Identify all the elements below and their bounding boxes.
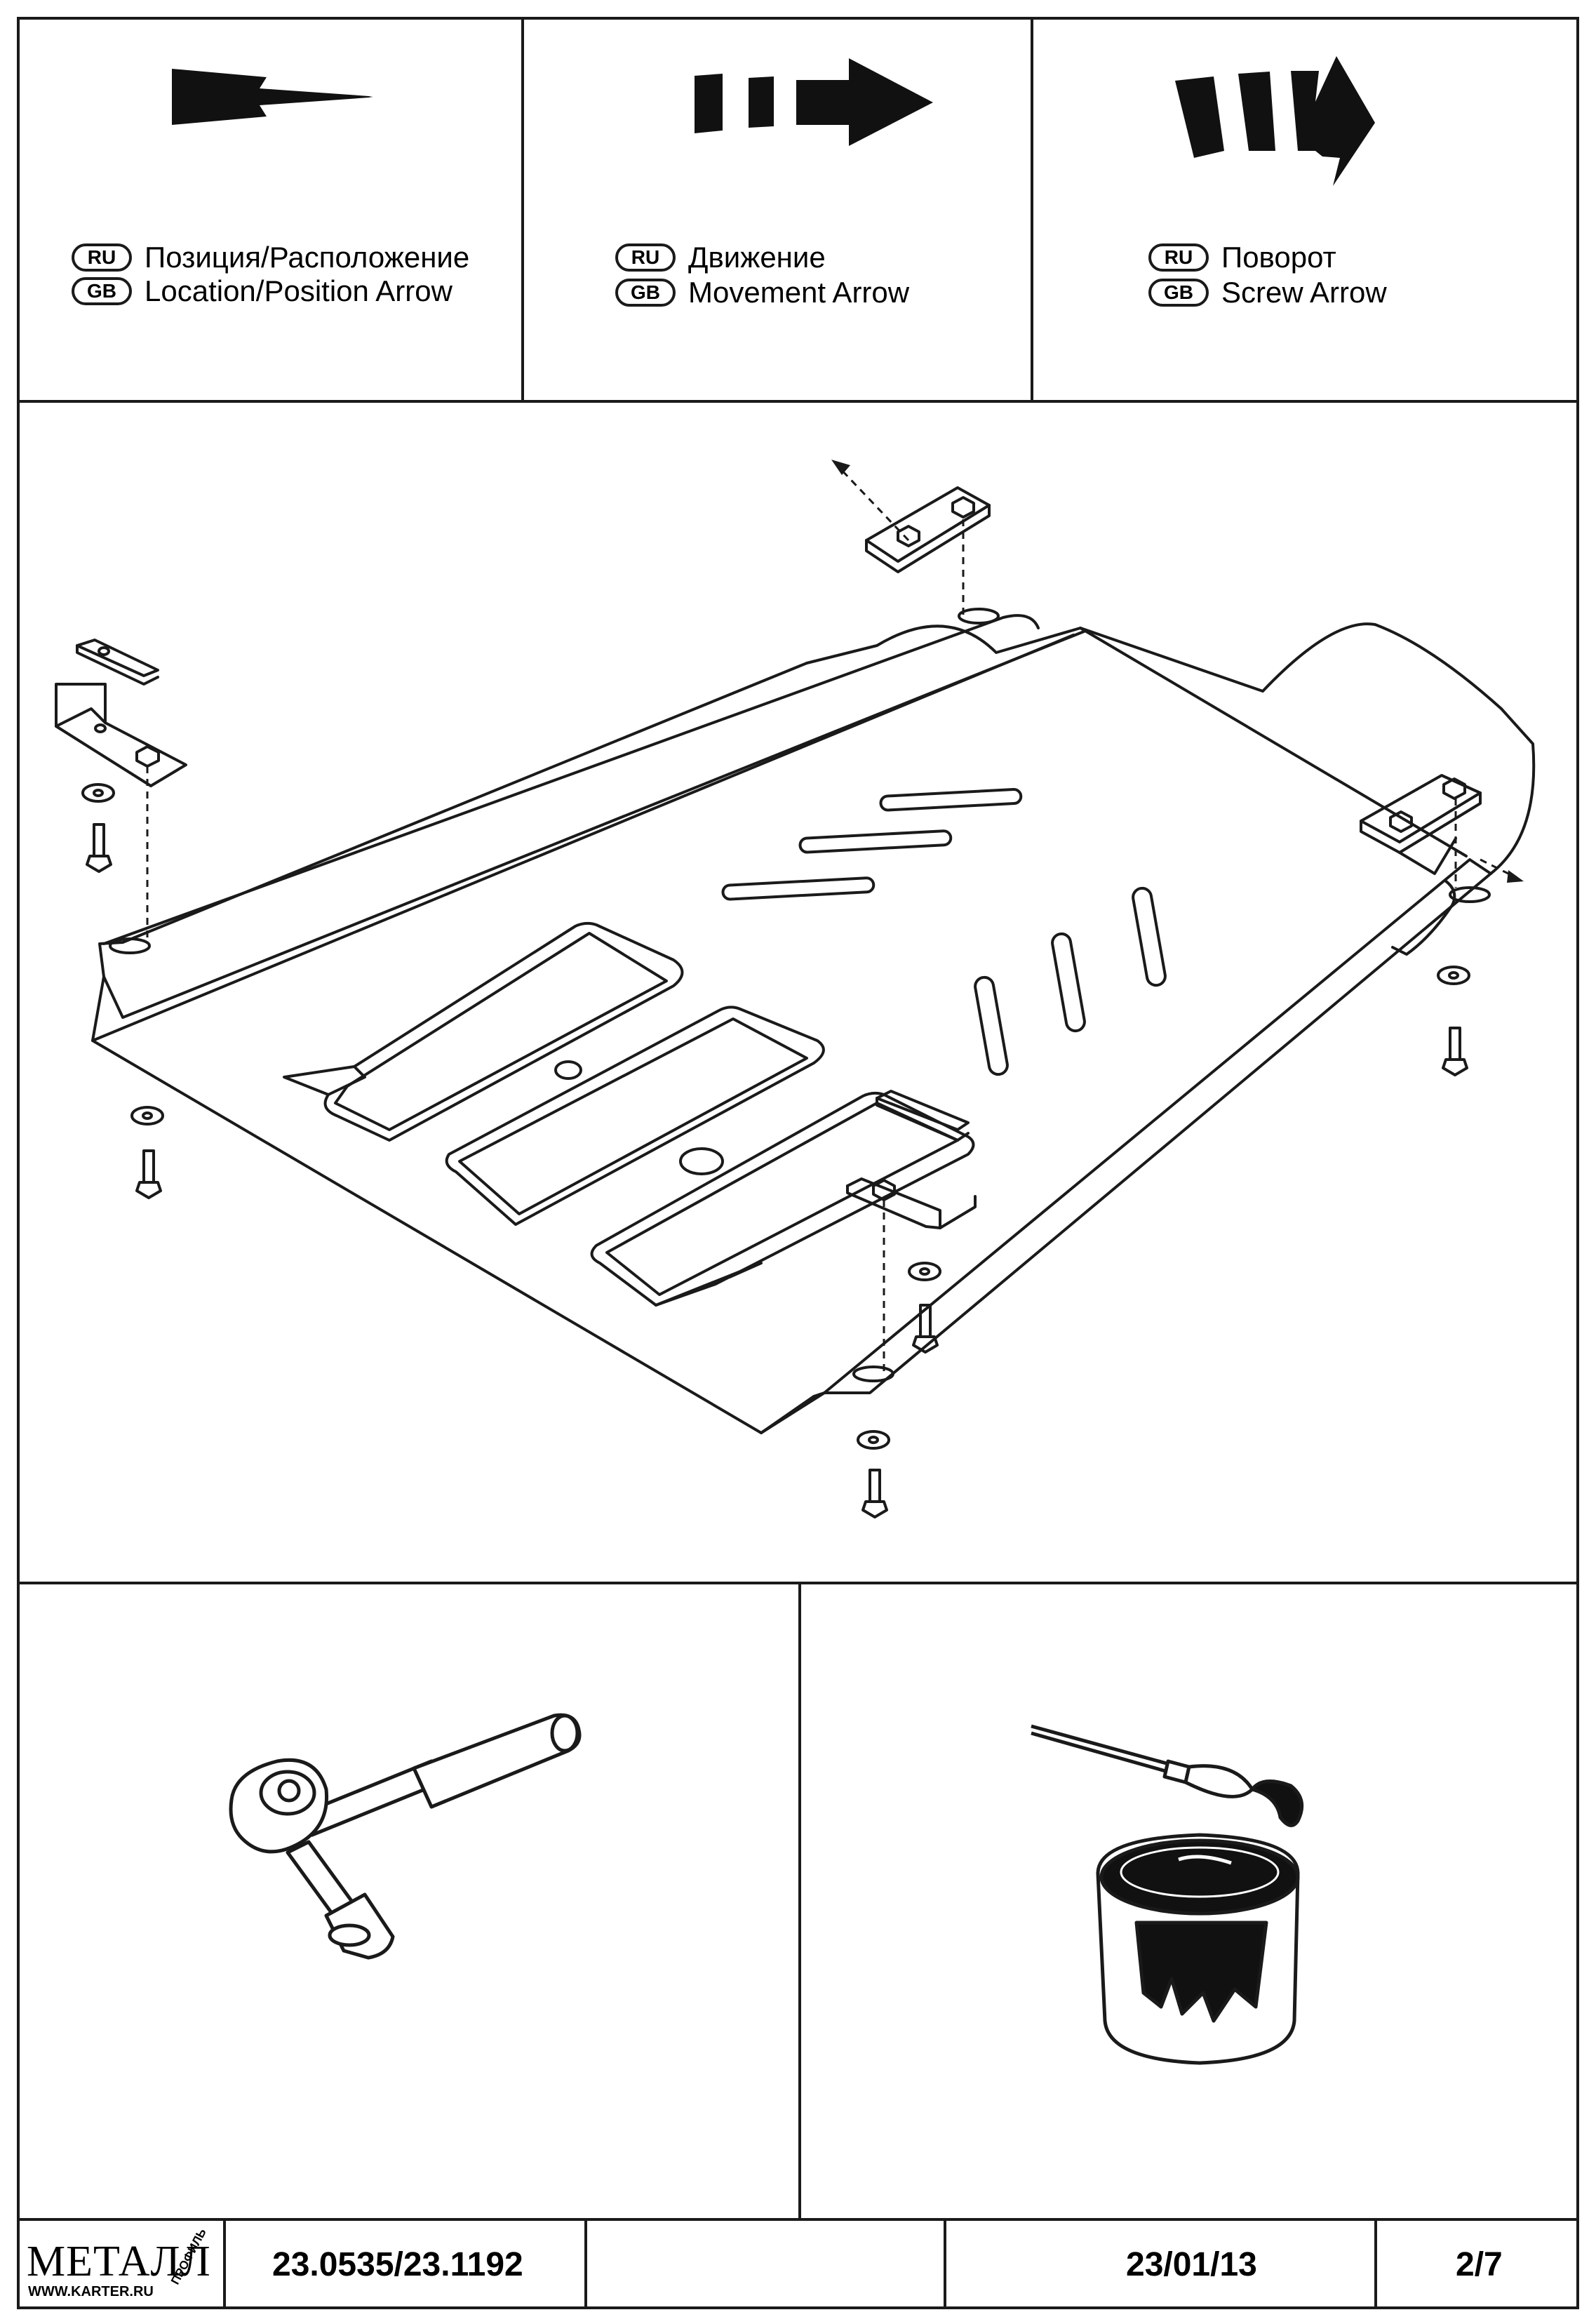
legend-ru-label: Поворот: [1221, 241, 1336, 274]
location-arrow-icon: [172, 69, 380, 125]
gb-badge: GB: [72, 277, 132, 305]
footer-blank-cell: [584, 2218, 946, 2309]
screw-arrow-icon: [1175, 56, 1375, 186]
legend-ru-row-location: RU Позиция/Расположение: [72, 240, 469, 275]
paint-brush-and-can-icon: [1031, 1724, 1304, 2065]
legend-gb-label: Screw Arrow: [1221, 276, 1387, 309]
legend-ru-label: Движение: [688, 241, 826, 274]
gb-badge: GB: [1148, 279, 1209, 307]
ru-badge: RU: [615, 243, 676, 272]
skid-plate-exploded-diagram: [55, 460, 1536, 1518]
legend-gb-label: Location/Position Arrow: [145, 274, 452, 307]
movement-arrow-icon: [695, 58, 933, 146]
part-number: 23.0535/23.1192: [272, 2246, 523, 2283]
legend-gb-row-screw: GB Screw Arrow: [1148, 275, 1387, 310]
legend-gb-row-movement: GB Movement Arrow: [615, 275, 909, 310]
ratchet-wrench-icon: [229, 1713, 582, 1960]
legend-ru-row-screw: RU Поворот: [1148, 240, 1336, 275]
ru-badge: RU: [1148, 243, 1209, 272]
legend-ru-label: Позиция/Расположение: [145, 241, 470, 274]
legend-gb-label: Movement Arrow: [688, 276, 910, 309]
legend-ru-row-movement: RU Движение: [615, 240, 826, 275]
gb-badge: GB: [615, 279, 676, 307]
company-logo: МЕТАЛЛ: [27, 2238, 211, 2285]
company-website: WWW.KARTER.RU: [28, 2284, 154, 2299]
ru-badge: RU: [72, 243, 132, 272]
revision-date: 23/01/13: [1126, 2246, 1257, 2283]
footer-page-cell: [1374, 2218, 1579, 2309]
legend-gb-row-location: GB Location/Position Arrow: [72, 274, 452, 309]
page-number: 2/7: [1456, 2246, 1503, 2283]
